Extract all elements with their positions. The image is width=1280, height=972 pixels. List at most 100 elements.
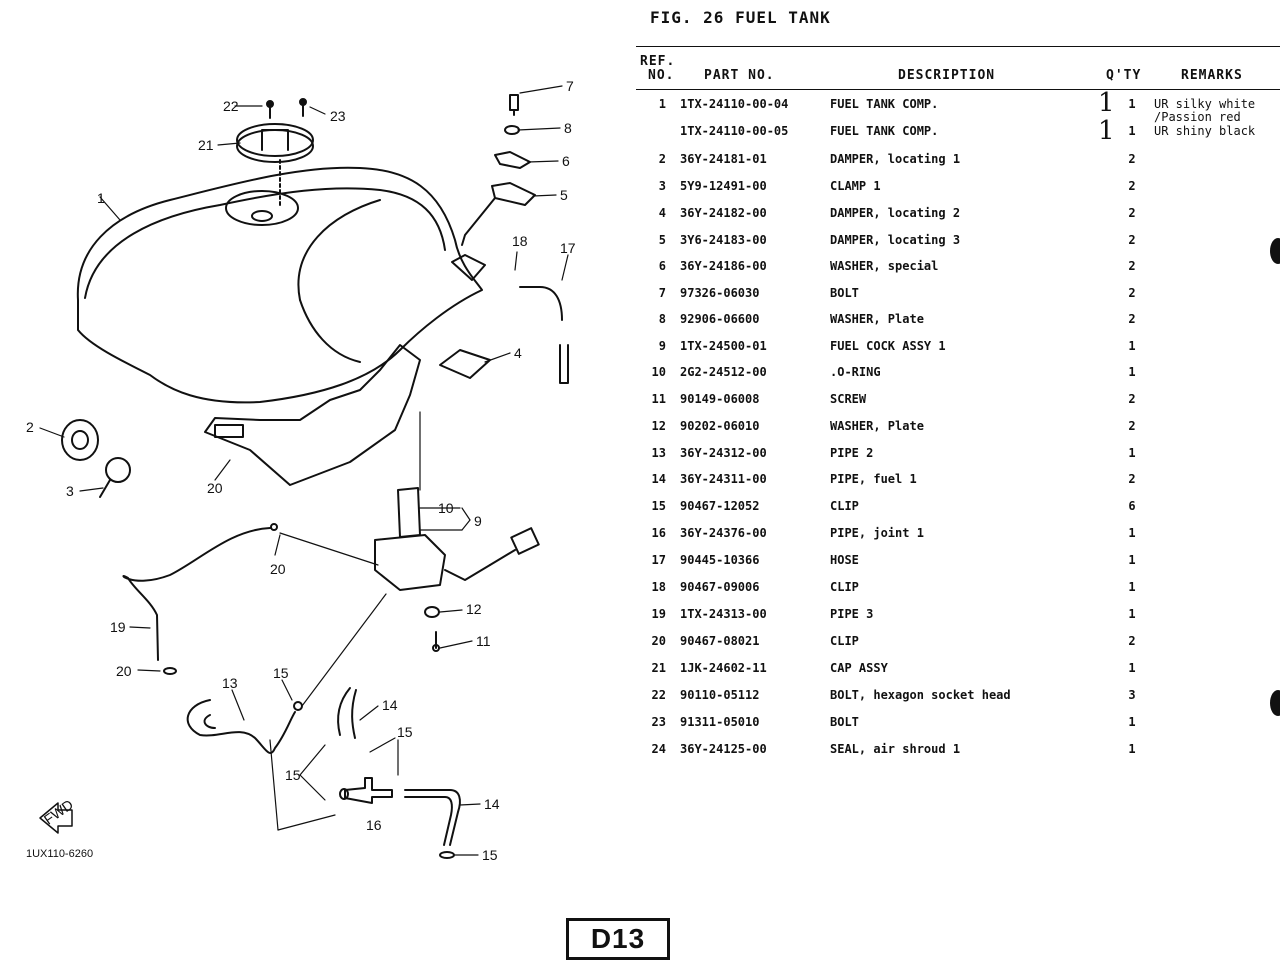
- ref-cell: 2: [658, 152, 666, 166]
- handwritten-qty-1: 1: [1098, 88, 1115, 118]
- description-cell: PIPE, joint 1: [830, 526, 924, 540]
- callout-14b: 14: [484, 796, 500, 812]
- qty-cell: 3: [1128, 688, 1136, 702]
- callout-6: 6: [562, 153, 570, 169]
- part-number-cell: 90202-06010: [680, 419, 760, 433]
- qty-cell: 1: [1128, 446, 1136, 460]
- header-description: DESCRIPTION: [898, 68, 996, 83]
- callout-19: 19: [110, 619, 126, 635]
- callout-24: 20: [207, 480, 223, 496]
- callout-15c: 15: [285, 767, 301, 783]
- description-cell: DAMPER, locating 3: [830, 233, 961, 247]
- remarks-passion-red: /Passion red: [1154, 110, 1241, 124]
- description-cell: .O-RING: [830, 365, 881, 379]
- ref-cell: 22: [651, 688, 666, 702]
- callout-5: 5: [560, 187, 568, 203]
- callout-9: 9: [474, 513, 482, 529]
- ref-cell: 13: [651, 446, 666, 460]
- part-number-cell: 36Y-24376-00: [680, 526, 767, 540]
- qty-cell: 6: [1128, 499, 1136, 513]
- fwd-label: FWD: [41, 796, 76, 827]
- description-cell: DAMPER, locating 1: [830, 152, 961, 166]
- part-number-cell: 92906-06600: [680, 312, 760, 326]
- callout-2: 2: [26, 419, 34, 435]
- ref-cell: 1: [658, 97, 666, 111]
- callout-7: 7: [566, 78, 574, 94]
- part-number-cell: 90467-08021: [680, 634, 760, 648]
- ref-cell: 18: [651, 580, 666, 594]
- ref-cell: 23: [651, 715, 666, 729]
- part-number-cell: 36Y-24312-00: [680, 446, 767, 460]
- description-cell: CLIP: [830, 634, 859, 648]
- description-cell: PIPE 2: [830, 446, 874, 460]
- ref-cell: 5: [658, 233, 666, 247]
- ref-cell: 10: [651, 365, 666, 379]
- header-bottom-rule: [636, 89, 1280, 90]
- ref-cell: 3: [658, 179, 666, 193]
- callout-16: 16: [366, 817, 382, 833]
- qty-cell: 1: [1128, 580, 1136, 594]
- description-cell: SCREW: [830, 392, 867, 406]
- qty-cell: 2: [1128, 233, 1136, 247]
- qty-cell: 2: [1128, 259, 1136, 273]
- part-number-cell: 36Y-24182-00: [680, 206, 767, 220]
- callout-22: 22: [223, 98, 239, 114]
- qty-cell: 1: [1128, 715, 1136, 729]
- qty-cell: 2: [1128, 392, 1136, 406]
- part-number-cell: 1TX-24110-00-04: [680, 97, 789, 111]
- header-remarks: REMARKS: [1181, 68, 1243, 83]
- qty-cell: 1: [1128, 661, 1136, 675]
- part-number-cell: 90149-06008: [680, 392, 760, 406]
- description-cell: HOSE: [830, 553, 859, 567]
- ref-cell: 7: [658, 286, 666, 300]
- header-top-rule: [636, 46, 1280, 47]
- description-cell: CLIP: [830, 499, 859, 513]
- qty-cell: 2: [1128, 472, 1136, 486]
- part-number-cell: 36Y-24186-00: [680, 259, 767, 273]
- ref-cell: 19: [651, 607, 666, 621]
- ref-cell: 14: [651, 472, 666, 486]
- ref-cell: 8: [658, 312, 666, 326]
- callout-3: 3: [66, 483, 74, 499]
- part-number-cell: 1JK-24602-11: [680, 661, 767, 675]
- description-cell: CLIP: [830, 580, 859, 594]
- part-number-cell: 1TX-24313-00: [680, 607, 767, 621]
- ref-cell: 4: [658, 206, 666, 220]
- part-number-cell: 3Y6-24183-00: [680, 233, 767, 247]
- handwritten-qty-2: 1: [1098, 116, 1115, 146]
- callout-15d: 15: [482, 847, 498, 863]
- qty-cell: 2: [1128, 206, 1136, 220]
- figure-title: FIG. 26 FUEL TANK: [650, 8, 831, 27]
- description-cell: WASHER, Plate: [830, 312, 924, 326]
- description-cell: FUEL TANK COMP.: [830, 97, 939, 111]
- description-cell: PIPE, fuel 1: [830, 472, 917, 486]
- callout-23: 23: [330, 108, 346, 124]
- illustration-code: 1UX110-6260: [26, 848, 94, 860]
- ref-cell: 15: [651, 499, 666, 513]
- fuel-tank-body: [76, 166, 483, 404]
- qty-cell: 1: [1128, 97, 1136, 111]
- callout-20b: 20: [116, 663, 132, 679]
- callout-12: 12: [466, 601, 482, 617]
- page-number: D13: [566, 918, 670, 960]
- qty-cell: 2: [1128, 179, 1136, 193]
- binder-hole-top: [1270, 238, 1280, 264]
- description-cell: CAP ASSY: [830, 661, 888, 675]
- callout-14a: 14: [382, 697, 398, 713]
- ref-cell: 9: [658, 339, 666, 353]
- part-number-cell: 91311-05010: [680, 715, 760, 729]
- callout-18: 18: [512, 233, 528, 249]
- callout-15a: 15: [273, 665, 289, 681]
- ref-cell: 17: [651, 553, 666, 567]
- description-cell: BOLT: [830, 715, 859, 729]
- part-number-cell: 90467-12052: [680, 499, 760, 513]
- qty-cell: 1: [1128, 742, 1136, 756]
- qty-cell: 2: [1128, 286, 1136, 300]
- part-number-cell: 90445-10366: [680, 553, 760, 567]
- part-number-cell: 36Y-24311-00: [680, 472, 767, 486]
- part-number-cell: 1TX-24500-01: [680, 339, 767, 353]
- qty-cell: 1: [1128, 553, 1136, 567]
- callout-10: 10: [438, 500, 454, 516]
- description-cell: PIPE 3: [830, 607, 874, 621]
- qty-cell: 1: [1128, 607, 1136, 621]
